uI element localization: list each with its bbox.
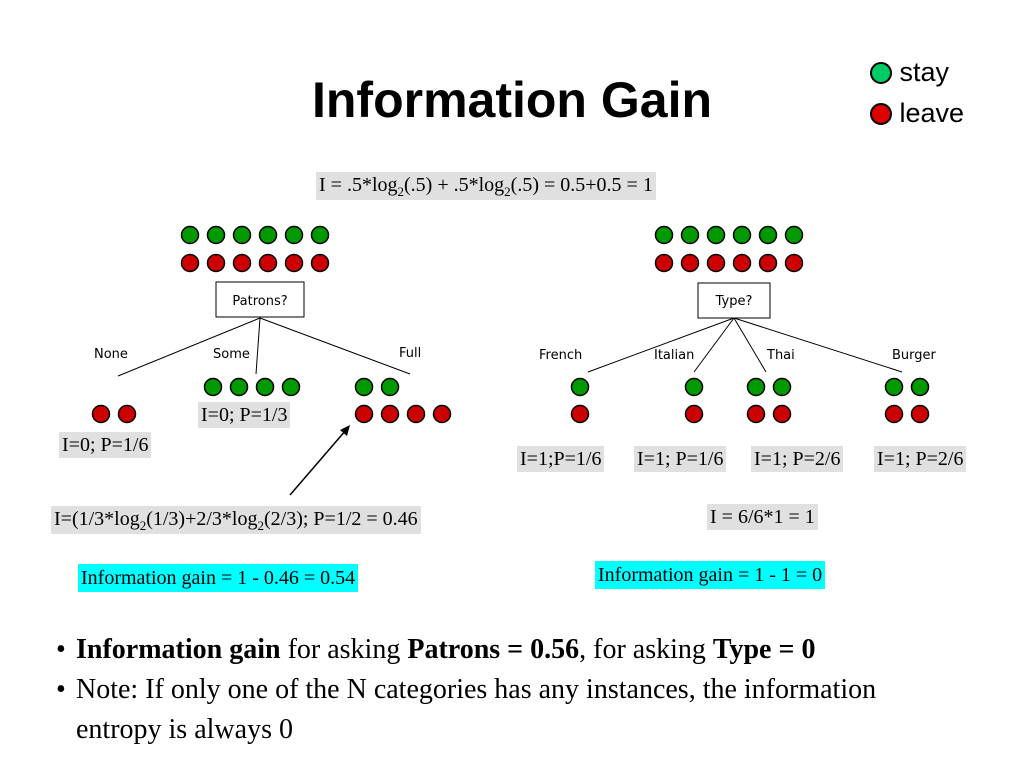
leave-ball bbox=[232, 253, 252, 273]
legend-leave: leave bbox=[870, 97, 964, 129]
stay-ball bbox=[229, 377, 249, 397]
top-entropy-formula: I = .5*log2(.5) + .5*log2(.5) = 0.5+0.5 … bbox=[316, 172, 656, 200]
stay-ball bbox=[232, 225, 252, 245]
leave-ball bbox=[354, 404, 374, 424]
bullet-icon: • bbox=[56, 674, 66, 705]
leave-ball bbox=[706, 253, 726, 273]
leave-ball bbox=[570, 404, 590, 424]
none-info: I=0; P=1/6 bbox=[59, 432, 152, 458]
thai-info: I=1; P=2/6 bbox=[751, 446, 844, 472]
some-info: I=0; P=1/3 bbox=[198, 402, 291, 428]
leave-ball bbox=[206, 253, 226, 273]
bullet-list: • Information gain for asking Patrons = … bbox=[56, 630, 1016, 750]
stay-ball bbox=[784, 225, 804, 245]
burger-info: I=1; P=2/6 bbox=[874, 446, 967, 472]
branch-french-label: French bbox=[539, 348, 582, 363]
leave-ball bbox=[910, 404, 930, 424]
branch-thai-line bbox=[733, 317, 767, 373]
leave-ball bbox=[91, 404, 111, 424]
stay-ball bbox=[281, 377, 301, 397]
bullet-2: • Note: If only one of the N categories … bbox=[56, 670, 916, 750]
leave-ball bbox=[117, 404, 137, 424]
branch-burger-line bbox=[733, 317, 903, 373]
stay-ball bbox=[758, 225, 778, 245]
stay-ball bbox=[310, 225, 330, 245]
stay-ball bbox=[706, 225, 726, 245]
patrons-node-label: Patrons? bbox=[232, 294, 287, 309]
legend-stay-label: stay bbox=[899, 57, 950, 87]
patrons-gain: Information gain = 1 - 0.46 = 0.54 bbox=[78, 564, 359, 592]
stay-ball bbox=[206, 225, 226, 245]
stay-ball bbox=[354, 377, 374, 397]
branch-thai-label: Thai bbox=[766, 348, 795, 363]
stay-ball bbox=[910, 377, 930, 397]
stay-ball bbox=[284, 225, 304, 245]
branch-burger-label: Burger bbox=[892, 348, 937, 363]
page-title: Information Gain bbox=[312, 72, 712, 128]
branch-french-line bbox=[587, 317, 735, 373]
french-info: I=1;P=1/6 bbox=[517, 446, 605, 472]
legend-leave-label: leave bbox=[899, 98, 965, 128]
stay-ball bbox=[732, 225, 752, 245]
leave-ball bbox=[284, 253, 304, 273]
type-total-entropy: I = 6/6*1 = 1 bbox=[707, 504, 818, 530]
stay-ball bbox=[746, 377, 766, 397]
branch-full-line bbox=[259, 317, 411, 375]
stay-ball bbox=[570, 377, 590, 397]
stay-ball bbox=[654, 225, 674, 245]
patrons-node bbox=[215, 281, 305, 318]
stay-ball bbox=[380, 377, 400, 397]
leave-ball bbox=[654, 253, 674, 273]
branch-italian-line bbox=[693, 317, 735, 373]
italian-info: I=1; P=1/6 bbox=[634, 446, 727, 472]
leave-ball bbox=[732, 253, 752, 273]
leave-ball bbox=[180, 253, 200, 273]
branch-none-line bbox=[117, 317, 261, 377]
stay-ball bbox=[258, 225, 278, 245]
leave-ball bbox=[680, 253, 700, 273]
branch-full-label: Full bbox=[399, 346, 421, 361]
full-arrow-line bbox=[289, 429, 347, 496]
stay-ball bbox=[684, 377, 704, 397]
type-gain: Information gain = 1 - 1 = 0 bbox=[595, 561, 826, 589]
stay-ball bbox=[255, 377, 275, 397]
stay-dot-icon bbox=[870, 62, 892, 84]
stay-ball bbox=[680, 225, 700, 245]
type-node-label: Type? bbox=[715, 294, 753, 309]
branch-some-label: Some bbox=[213, 347, 250, 362]
leave-ball bbox=[432, 404, 452, 424]
stay-ball bbox=[884, 377, 904, 397]
full-entropy-formula: I=(1/3*log2(1/3)+2/3*log2(2/3); P=1/2 = … bbox=[51, 506, 421, 534]
stay-ball bbox=[772, 377, 792, 397]
leave-ball bbox=[784, 253, 804, 273]
leave-ball bbox=[684, 404, 704, 424]
leave-ball bbox=[310, 253, 330, 273]
bullet-1: • Information gain for asking Patrons = … bbox=[56, 630, 1016, 670]
leave-ball bbox=[772, 404, 792, 424]
leave-dot-icon bbox=[870, 103, 892, 125]
branch-italian-label: Italian bbox=[654, 348, 694, 363]
full-arrow-head-icon bbox=[340, 425, 350, 436]
leave-ball bbox=[758, 253, 778, 273]
legend-stay: stay bbox=[870, 56, 949, 88]
stay-ball bbox=[203, 377, 223, 397]
stay-ball bbox=[180, 225, 200, 245]
leave-ball bbox=[884, 404, 904, 424]
leave-ball bbox=[406, 404, 426, 424]
branch-none-label: None bbox=[94, 347, 128, 362]
branch-some-line bbox=[255, 317, 261, 375]
leave-ball bbox=[258, 253, 278, 273]
bullet-icon: • bbox=[56, 634, 66, 665]
leave-ball bbox=[380, 404, 400, 424]
leave-ball bbox=[746, 404, 766, 424]
